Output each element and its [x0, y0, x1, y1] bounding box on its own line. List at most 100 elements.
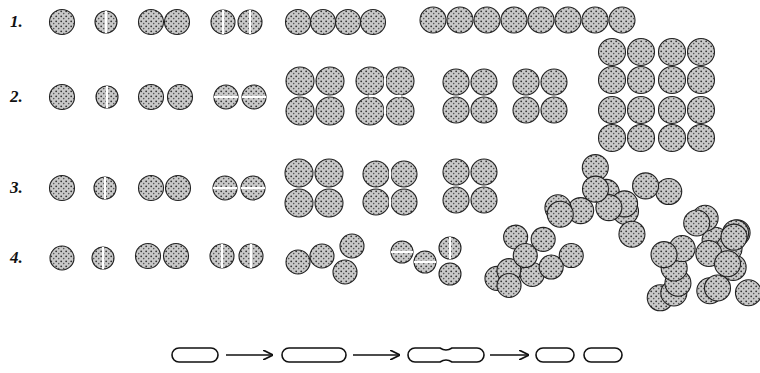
arrow — [490, 354, 528, 356]
division-line — [241, 187, 265, 189]
arrow — [353, 354, 399, 356]
division-line — [414, 261, 436, 263]
division-line — [213, 187, 237, 189]
coccus-cell — [684, 210, 710, 236]
division-line — [242, 96, 266, 98]
rod-cell — [172, 348, 218, 362]
coccus-cell — [599, 67, 626, 94]
coccus-cell — [471, 97, 497, 123]
coccus-cell — [285, 189, 313, 217]
coccus-cell — [513, 97, 539, 123]
coccus-cell — [238, 10, 262, 34]
coccus-cell — [310, 244, 334, 268]
coccus-cell — [547, 201, 573, 227]
coccus-cell — [528, 7, 554, 33]
coccus-cell — [443, 69, 469, 95]
coccus-cell — [95, 11, 117, 33]
coccus-cell — [96, 86, 118, 108]
coccus-cell — [213, 176, 237, 200]
coccus-cell — [599, 97, 626, 124]
coccus-cell — [688, 39, 715, 66]
coccus-cell — [333, 260, 357, 284]
division-line — [222, 10, 224, 34]
coccus-cell — [356, 67, 384, 95]
coccus-cell — [165, 10, 190, 35]
coccus-cell — [50, 246, 74, 270]
coccus-cell — [168, 85, 193, 110]
coccus-cell — [633, 173, 659, 199]
coccus-cell — [214, 85, 238, 109]
coccus-cell — [513, 69, 539, 95]
coccus-cell — [513, 244, 537, 268]
coccus-cell — [704, 275, 730, 301]
coccus-cell — [386, 67, 414, 95]
coccus-cell — [316, 67, 344, 95]
coccus-cell — [555, 7, 581, 33]
division-line — [106, 86, 108, 108]
coccus-cell — [315, 189, 343, 217]
coccus-cell — [688, 97, 715, 124]
coccus-cell — [50, 176, 75, 201]
rod-cell — [584, 348, 622, 362]
coccus-cell — [628, 39, 655, 66]
coccus-cell — [582, 7, 608, 33]
coccus-cell — [315, 159, 343, 187]
coccus-cell — [166, 176, 191, 201]
coccus-cell — [497, 273, 521, 297]
coccus-cell — [721, 224, 747, 250]
coccus-cell — [447, 7, 473, 33]
coccus-cell — [656, 179, 682, 205]
coccus-cell — [715, 251, 741, 277]
rod-cell — [536, 348, 574, 362]
coccus-cell — [139, 176, 164, 201]
coccus-cell — [443, 187, 469, 213]
coccus-cell — [471, 69, 497, 95]
coccus-cell — [443, 97, 469, 123]
coccus-cell — [50, 10, 75, 35]
coccus-cell — [242, 85, 266, 109]
coccus-cell — [628, 97, 655, 124]
coccus-cell — [94, 177, 116, 199]
coccus-cell — [241, 176, 265, 200]
coccus-cell — [239, 244, 263, 268]
coccus-cell — [439, 263, 461, 285]
coccus-cell — [286, 10, 311, 35]
division-line — [102, 247, 104, 269]
division-line — [221, 244, 223, 268]
coccus-cell — [609, 7, 635, 33]
division-line — [389, 170, 391, 206]
coccus-cell — [391, 241, 413, 263]
division-line — [250, 244, 252, 268]
coccus-cell — [599, 39, 626, 66]
division-line — [249, 10, 251, 34]
coccus-cell — [628, 125, 655, 152]
coccus-cell — [659, 97, 686, 124]
coccus-cell — [92, 247, 114, 269]
coccus-cell — [471, 187, 497, 213]
coccus-cell — [471, 159, 497, 185]
arrow — [226, 354, 272, 356]
division-line — [104, 177, 106, 199]
coccus-cell — [50, 85, 75, 110]
bacillus-division — [172, 348, 622, 362]
division-line — [449, 237, 451, 259]
coccus-cell — [286, 97, 314, 125]
coccus-cell — [659, 125, 686, 152]
coccus-cell — [391, 189, 417, 215]
division-line — [369, 95, 401, 97]
row-number: 2. — [10, 88, 23, 105]
coccus-cell — [361, 10, 386, 35]
coccus-cell — [356, 97, 384, 125]
coccus-cell — [286, 67, 314, 95]
coccus-cell — [285, 159, 313, 187]
coccus-cell — [363, 189, 389, 215]
coccus-cell — [599, 125, 626, 152]
row-number: 1. — [10, 13, 23, 30]
coccus-cell — [286, 250, 310, 274]
division-line — [391, 251, 413, 253]
coccus-cell — [164, 244, 189, 269]
coccus-cell — [363, 161, 389, 187]
